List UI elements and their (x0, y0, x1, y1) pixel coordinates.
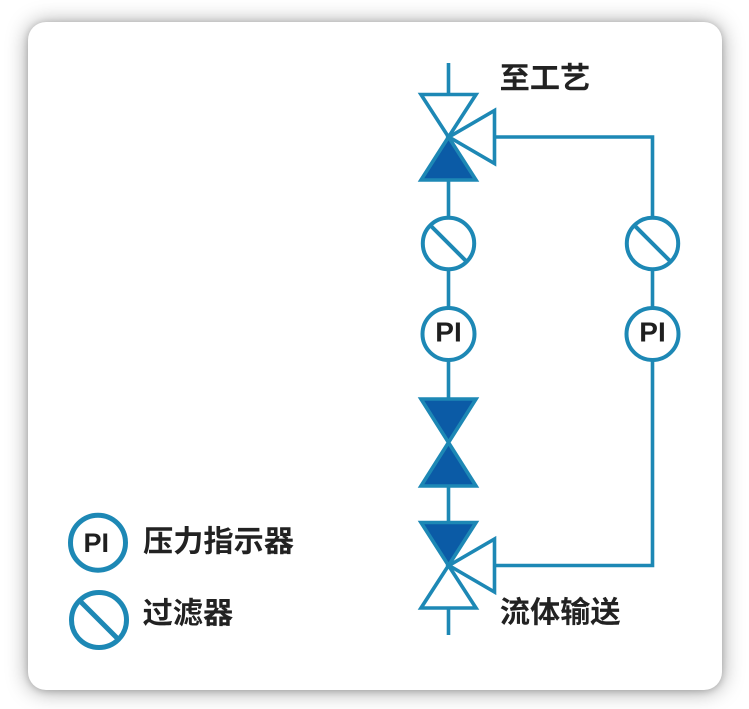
svg-text:PI: PI (435, 317, 461, 348)
svg-text:PI: PI (639, 317, 665, 348)
svg-text:PI: PI (83, 528, 109, 558)
